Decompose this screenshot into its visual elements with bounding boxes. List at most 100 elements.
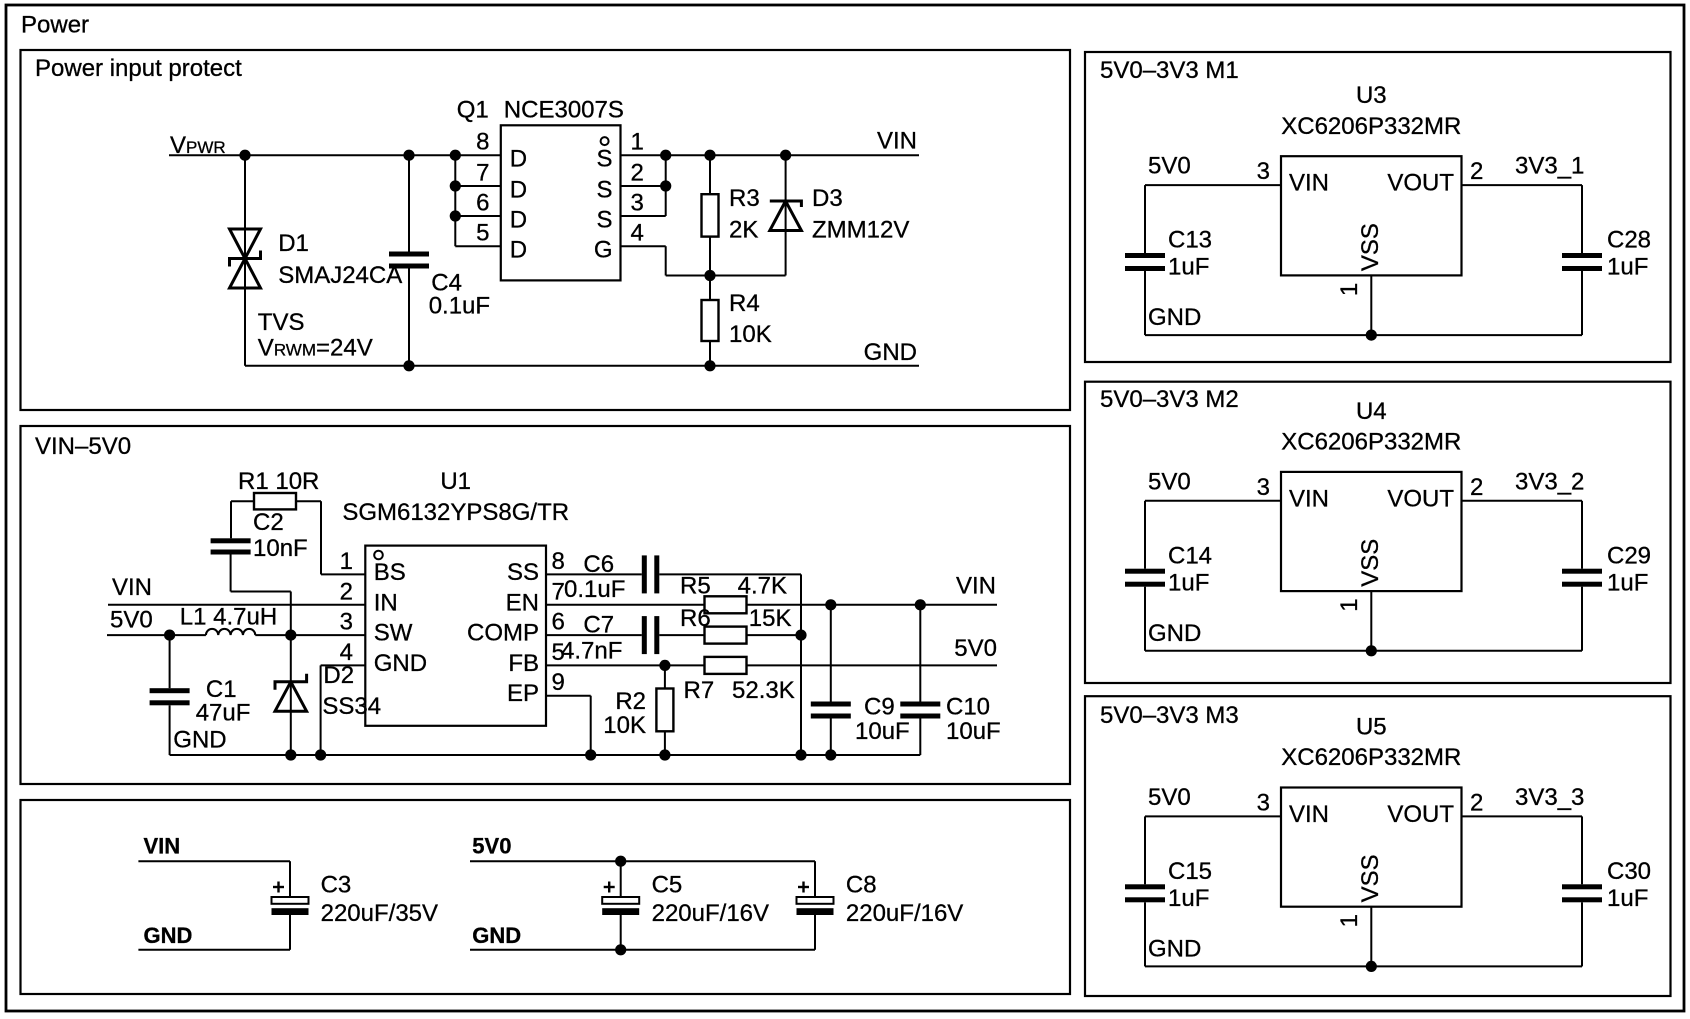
svg-text:C7: C7	[583, 612, 614, 639]
svg-text:4: 4	[340, 639, 353, 666]
svg-text:2: 2	[340, 578, 353, 605]
svg-text:1: 1	[340, 548, 353, 575]
svg-text:1: 1	[1336, 598, 1363, 611]
svg-text:D2: D2	[323, 662, 354, 689]
svg-text:GND: GND	[472, 923, 521, 948]
svg-text:7: 7	[552, 578, 565, 605]
svg-text:C6: C6	[583, 551, 614, 578]
svg-text:220uF/35V: 220uF/35V	[321, 900, 438, 927]
svg-text:3: 3	[1257, 474, 1270, 501]
svg-text:C5: C5	[652, 872, 683, 899]
svg-text:2: 2	[1470, 474, 1483, 501]
svg-text:C14: C14	[1168, 542, 1212, 569]
svg-text:IN: IN	[374, 589, 398, 616]
svg-text:5V0: 5V0	[954, 635, 997, 662]
svg-text:VIN: VIN	[1289, 170, 1329, 197]
svg-text:XC6206P332MR: XC6206P332MR	[1281, 744, 1461, 771]
svg-text:D: D	[510, 237, 527, 264]
svg-text:D: D	[510, 177, 527, 204]
svg-text:SW: SW	[374, 620, 413, 647]
svg-text:R6: R6	[680, 605, 711, 632]
svg-text:3: 3	[631, 190, 644, 217]
svg-text:S: S	[596, 177, 612, 204]
svg-text:C8: C8	[846, 872, 877, 899]
svg-text:1uF: 1uF	[1607, 254, 1648, 281]
svg-text:C28: C28	[1607, 227, 1651, 254]
svg-text:9: 9	[552, 669, 565, 696]
svg-text:220uF/16V: 220uF/16V	[846, 900, 963, 927]
svg-text:2: 2	[1470, 789, 1483, 816]
svg-text:VIN: VIN	[144, 834, 181, 859]
svg-text:VIN: VIN	[1289, 485, 1329, 512]
svg-text:R2: R2	[615, 688, 646, 715]
svg-text:U5: U5	[1356, 713, 1387, 740]
svg-text:1: 1	[1336, 914, 1363, 927]
svg-text:2: 2	[631, 160, 644, 187]
svg-text:SS34: SS34	[322, 693, 381, 720]
svg-text:0.1uF: 0.1uF	[429, 293, 490, 320]
svg-text:GND: GND	[1148, 935, 1201, 962]
svg-text:6: 6	[552, 609, 565, 636]
svg-text:3V3_2: 3V3_2	[1515, 468, 1584, 495]
svg-text:U4: U4	[1356, 398, 1387, 425]
svg-text:1uF: 1uF	[1607, 885, 1648, 912]
svg-text:VIN–5V0: VIN–5V0	[35, 433, 131, 460]
svg-text:SMAJ24CA: SMAJ24CA	[278, 262, 402, 289]
svg-text:GND: GND	[1148, 304, 1201, 331]
svg-text:C1: C1	[206, 676, 237, 703]
svg-text:1: 1	[631, 129, 644, 156]
svg-text:3: 3	[340, 609, 353, 636]
svg-text:1uF: 1uF	[1168, 885, 1209, 912]
svg-text:GND: GND	[173, 727, 226, 754]
svg-text:220uF/16V: 220uF/16V	[652, 900, 769, 927]
svg-text:1uF: 1uF	[1168, 569, 1209, 596]
svg-text:5V0–3V3 M2: 5V0–3V3 M2	[1100, 386, 1239, 413]
svg-text:VOUT: VOUT	[1387, 485, 1454, 512]
svg-text:BS: BS	[374, 559, 406, 586]
svg-text:C13: C13	[1168, 227, 1212, 254]
svg-text:R3: R3	[729, 185, 760, 212]
svg-text:3V3_1: 3V3_1	[1515, 153, 1584, 180]
svg-text:Power input protect: Power input protect	[35, 55, 242, 82]
svg-text:4.7nF: 4.7nF	[561, 638, 622, 665]
svg-text:5V0–3V3 M1: 5V0–3V3 M1	[1100, 57, 1239, 84]
svg-text:SGM6132YPS8G/TR: SGM6132YPS8G/TR	[342, 499, 569, 526]
svg-text:1: 1	[1336, 283, 1363, 296]
svg-text:S: S	[596, 146, 612, 173]
svg-text:ZMM12V: ZMM12V	[812, 216, 909, 243]
svg-text:7: 7	[476, 160, 489, 187]
svg-text:8: 8	[476, 129, 489, 156]
svg-text:R4: R4	[729, 290, 760, 317]
svg-text:5V0: 5V0	[110, 606, 153, 633]
svg-text:Power: Power	[21, 11, 89, 38]
svg-text:EN: EN	[506, 589, 539, 616]
svg-text:VIN: VIN	[877, 128, 917, 155]
svg-text:GND: GND	[374, 650, 427, 677]
svg-text:SS: SS	[507, 559, 539, 586]
svg-text:5V0–3V3 M3: 5V0–3V3 M3	[1100, 702, 1239, 729]
svg-text:D3: D3	[812, 185, 843, 212]
svg-text:R7: R7	[684, 677, 715, 704]
svg-text:C30: C30	[1607, 858, 1651, 885]
svg-text:VIN: VIN	[956, 572, 996, 599]
svg-text:C3: C3	[321, 872, 352, 899]
svg-text:TVS: TVS	[258, 309, 305, 336]
svg-text:U1: U1	[440, 468, 471, 495]
svg-text:VIN: VIN	[1289, 801, 1329, 828]
svg-text:4: 4	[631, 220, 644, 247]
svg-text:10nF: 10nF	[253, 535, 308, 562]
svg-text:3: 3	[1257, 789, 1270, 816]
svg-text:D: D	[510, 207, 527, 234]
svg-text:C15: C15	[1168, 858, 1212, 885]
svg-text:10K: 10K	[729, 321, 772, 348]
svg-text:VSS: VSS	[1357, 539, 1384, 587]
svg-text:10uF: 10uF	[855, 718, 910, 745]
svg-text:XC6206P332MR: XC6206P332MR	[1281, 429, 1461, 456]
svg-text:8: 8	[552, 548, 565, 575]
svg-text:4.7K: 4.7K	[738, 572, 787, 599]
svg-text:5V0: 5V0	[1148, 784, 1191, 811]
svg-text:VOUT: VOUT	[1387, 801, 1454, 828]
svg-text:VSS: VSS	[1357, 854, 1384, 902]
svg-text:EP: EP	[507, 680, 539, 707]
svg-text:R5: R5	[680, 572, 711, 599]
